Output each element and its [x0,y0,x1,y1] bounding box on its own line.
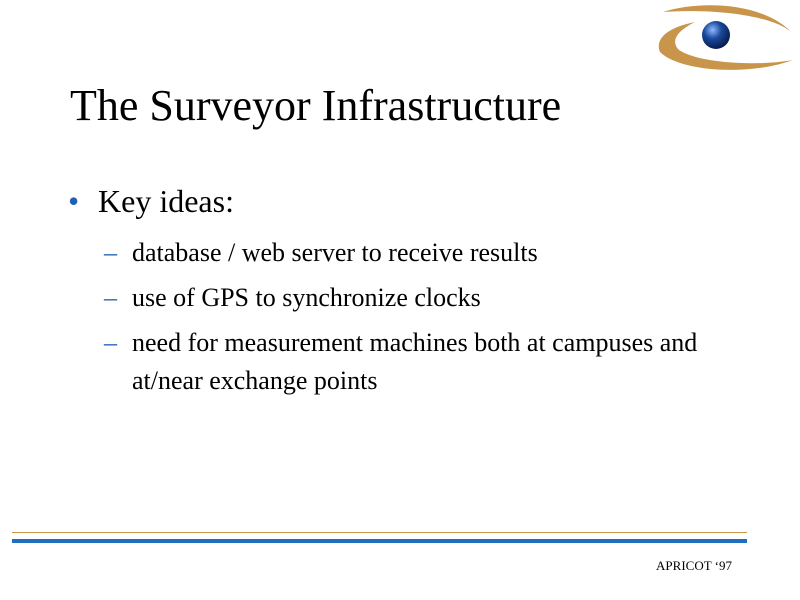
sub-bullet-item: – use of GPS to synchronize clocks [104,279,708,317]
sub-bullet-text: database / web server to receive results [132,238,538,267]
footer-text: APRICOT ‘97 [656,558,732,573]
sub-bullet-item: – database / web server to receive resul… [104,234,708,272]
dash-marker: – [104,238,117,267]
footer-rule-thick [12,539,747,543]
eye-logo-icon [658,5,793,70]
sub-bullet-item: – need for measurement machines both at … [104,324,708,400]
dash-marker: – [104,328,117,357]
slide-title: The Surveyor Infrastructure [70,81,562,130]
dash-marker: – [104,283,117,312]
sub-bullet-list: – database / web server to receive resul… [68,234,708,400]
sub-bullet-text: use of GPS to synchronize clocks [132,283,481,312]
bullet-marker: • [68,183,80,219]
sub-bullet-text: need for measurement machines both at ca… [132,328,698,395]
bullet-item: • Key ideas: [68,180,708,222]
bullet-list: • Key ideas: – database / web server to … [68,180,708,407]
bullet-text: Key ideas: [98,183,234,219]
footer-rule-thin [12,532,747,533]
